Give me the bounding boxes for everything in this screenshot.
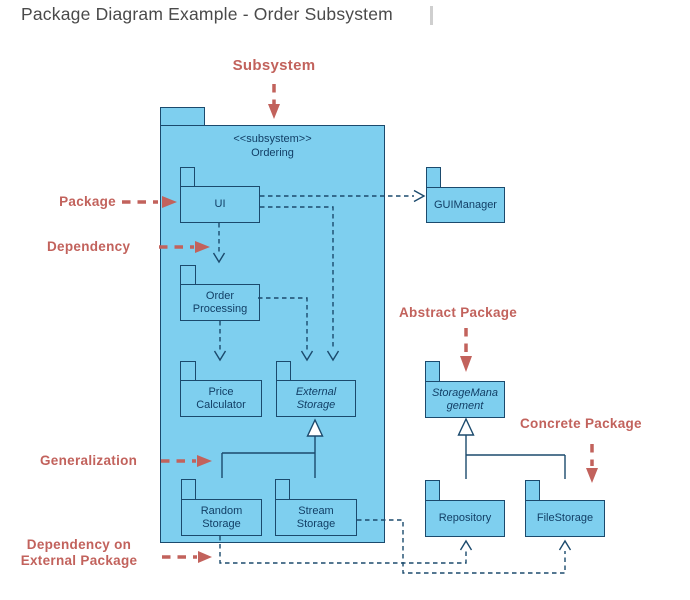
package-label: GUIManager — [434, 198, 497, 211]
package-body: FileStorage — [525, 500, 605, 537]
subsystem-name: Ordering — [251, 147, 294, 159]
package-tab — [275, 479, 290, 499]
package-body: Order Processing — [180, 284, 260, 321]
package-label: External Storage — [295, 385, 337, 411]
package-tab — [425, 480, 440, 500]
package-body: UI — [180, 186, 260, 223]
annotation-arrow-abstract-package — [460, 328, 472, 372]
package-body: Price Calculator — [180, 380, 262, 417]
annotation-concrete-package: Concrete Package — [520, 416, 642, 431]
package-body: External Storage — [276, 380, 356, 417]
annotation-dependency-external: Dependency on External Package — [20, 537, 138, 568]
annotation-generalization: Generalization — [40, 453, 138, 468]
package-body: Stream Storage — [275, 499, 357, 536]
subsystem-heading: <<subsystem>> Ordering — [161, 132, 384, 160]
package-tab — [180, 361, 196, 380]
title-cursor-artifact — [430, 6, 433, 25]
package-label: StorageMana gement — [431, 386, 499, 412]
annotation-arrow-subsystem — [268, 84, 280, 119]
package-label: Repository — [438, 512, 492, 524]
annotation-package: Package — [59, 194, 116, 209]
package-label: Price Calculator — [196, 385, 246, 411]
package-label: Stream Storage — [296, 504, 336, 530]
page-title: Package Diagram Example - Order Subsyste… — [21, 4, 393, 24]
package-body: StorageMana gement — [425, 381, 505, 418]
annotation-subsystem: Subsystem — [232, 57, 316, 74]
package-body: Random Storage — [181, 499, 262, 536]
annotation-abstract-package: Abstract Package — [399, 305, 518, 320]
package-tab — [426, 167, 441, 187]
package-body: Repository — [425, 500, 505, 537]
package-tab — [276, 361, 291, 380]
package-label: UI — [214, 198, 226, 210]
package-tab — [181, 479, 196, 499]
subsystem-package-tab — [160, 107, 205, 125]
package-tab — [180, 265, 196, 284]
package-tab — [525, 480, 540, 500]
package-label: Order Processing — [192, 289, 248, 315]
subsystem-stereotype: <<subsystem>> — [233, 133, 312, 145]
annotation-arrow-concrete-package — [586, 444, 598, 483]
annotation-dependency: Dependency — [47, 239, 131, 254]
package-label: FileStorage — [536, 512, 594, 524]
package-body: GUIManager — [426, 187, 505, 223]
annotation-arrow-dependency-external — [162, 551, 212, 563]
package-tab — [180, 167, 195, 186]
package-tab — [425, 361, 440, 381]
package-label: Random Storage — [200, 504, 243, 530]
